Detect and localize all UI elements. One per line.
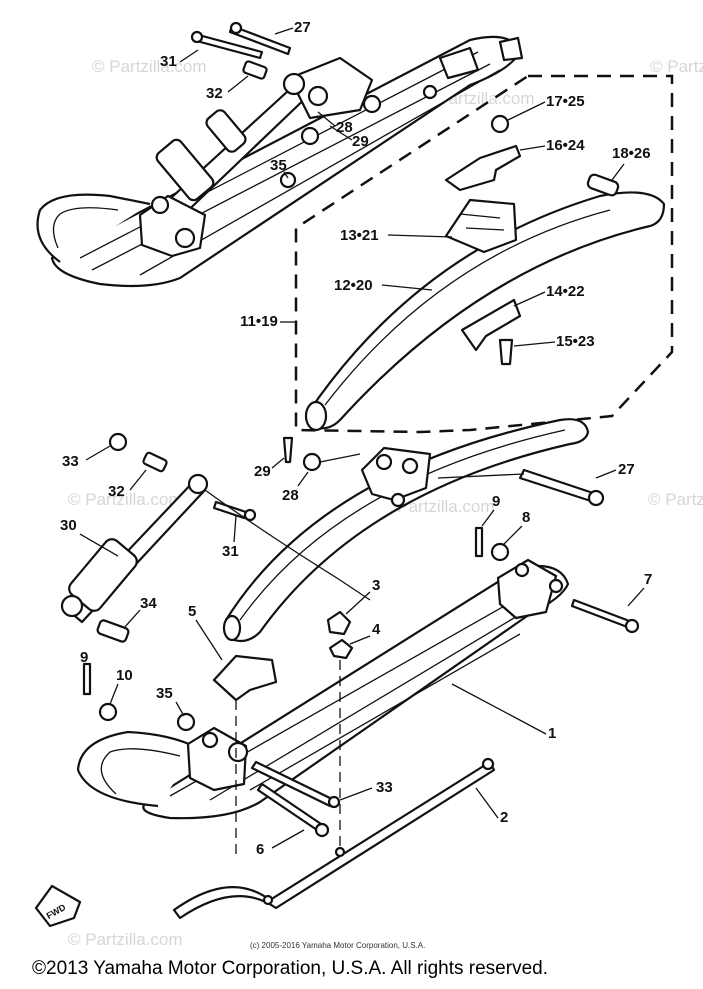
upper-ski-assembly — [36, 21, 524, 288]
callout-29-top: 29 — [352, 133, 369, 150]
callout-31-left: 31 — [222, 543, 239, 560]
callout-34: 34 — [140, 595, 157, 612]
callout-6: 6 — [256, 841, 264, 858]
callout-31-top: 31 — [160, 53, 177, 70]
callout-28-top: 28 — [336, 119, 353, 136]
watermark: © Partzilla.com — [68, 490, 183, 509]
callout-27-right: 27 — [618, 461, 635, 478]
spring-assembly-box — [294, 74, 674, 434]
shock-absorber-left — [60, 432, 371, 643]
lower-callouts: 9 8 34 5 3 4 7 9 10 35 1 33 2 6 — [80, 493, 652, 858]
fwd-arrow-icon: FWD — [34, 884, 82, 928]
callout-12-20: 12•20 — [334, 277, 373, 294]
callout-32-top: 32 — [206, 85, 223, 102]
callout-35-bottom: 35 — [156, 685, 173, 702]
spring-callouts: 17•25 16•24 18•26 13•21 12•20 14•22 11•1… — [240, 93, 651, 350]
lower-ski-assembly — [76, 526, 640, 860]
callout-33-bottom: 33 — [376, 779, 393, 796]
watermark: © Partzilla.com — [68, 930, 183, 949]
callout-29-mid: 29 — [254, 463, 271, 480]
callout-5: 5 — [188, 603, 196, 620]
callout-11-19: 11•19 — [240, 313, 278, 330]
copyright-notice: ©2013 Yamaha Motor Corporation, U.S.A. A… — [32, 958, 548, 979]
callout-16-24: 16•24 — [546, 137, 585, 154]
left-callouts: 33 32 30 31 29 28 27 — [60, 445, 635, 560]
watermark: © Partzilla.com — [648, 490, 703, 509]
callout-10: 10 — [116, 667, 133, 684]
callout-2: 2 — [500, 809, 508, 826]
callout-30: 30 — [60, 517, 77, 534]
callout-3: 3 — [372, 577, 380, 594]
callout-17-25: 17•25 — [546, 93, 585, 110]
callout-28-mid: 28 — [282, 487, 299, 504]
small-credit-line: (c) 2005-2016 Yamaha Motor Corporation, … — [250, 941, 425, 950]
callout-33-left: 33 — [62, 453, 79, 470]
callout-4: 4 — [372, 621, 381, 638]
callout-9-right: 9 — [492, 493, 500, 510]
callout-27-top: 27 — [294, 19, 311, 36]
lower-leaf-spring — [222, 418, 605, 643]
upper-callouts: 27 31 32 28 29 35 — [160, 19, 369, 179]
wear-bar — [172, 757, 496, 920]
callout-14-22: 14•22 — [546, 283, 585, 300]
callout-13-21: 13•21 — [340, 227, 379, 244]
callout-35-top: 35 — [270, 157, 287, 174]
watermark: © Partzilla.com — [650, 57, 703, 76]
watermark: © Partzilla.com — [92, 57, 207, 76]
callout-8: 8 — [522, 509, 530, 526]
callout-1: 1 — [548, 725, 556, 742]
callout-18-26: 18•26 — [612, 145, 651, 162]
upper-leaf-spring — [304, 114, 666, 432]
callout-9-left: 9 — [80, 649, 88, 666]
callout-7: 7 — [644, 571, 652, 588]
callout-32-left: 32 — [108, 483, 125, 500]
callout-15-23: 15•23 — [556, 333, 595, 350]
